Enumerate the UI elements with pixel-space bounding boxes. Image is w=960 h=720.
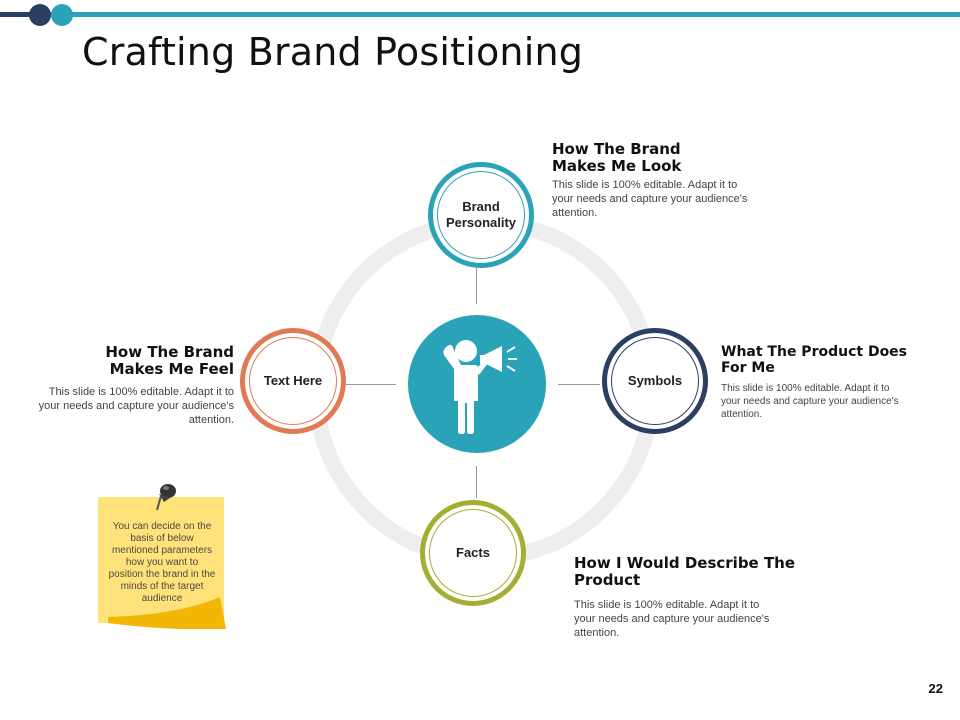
note-curl [108,597,226,629]
top-heading: How The Brand Makes Me Look [552,140,682,175]
header-line [0,12,960,17]
sticky-note-text: You can decide on the basis of below men… [108,521,216,604]
page-title: Crafting Brand Positioning [82,30,584,74]
page-number: 22 [928,681,943,696]
right-heading: What The Product Does For Me [721,344,908,376]
header-dot-navy [29,4,51,26]
node-text-here: Text Here [240,328,346,434]
header-dot-teal [51,4,73,26]
bottom-heading: How I Would Describe The Product [574,554,796,589]
sticky-note: You can decide on the basis of below men… [98,497,226,629]
pushpin-icon [156,484,176,511]
node-symbols: Symbols [602,328,708,434]
left-heading: How The Brand Makes Me Feel [105,343,234,378]
bottom-description: This slide is 100% editable. Adapt it to… [574,599,770,639]
right-description: This slide is 100% editable. Adapt it to… [721,383,899,420]
node-facts: Facts [420,500,526,606]
left-description: This slide is 100% editable. Adapt it to… [38,386,234,426]
center-circle [408,315,546,453]
connector-left [346,384,396,385]
node-brand-personality: Brand Personality [428,162,534,268]
top-description: This slide is 100% editable. Adapt it to… [552,179,748,219]
node-label: Facts [456,545,490,560]
connector-right [558,384,600,385]
node-label: Text Here [263,373,323,388]
node-label: Brand Personality [445,199,517,230]
connector-top [476,268,477,304]
header-line-accent [0,12,40,17]
node-label: Symbols [627,373,683,388]
person-with-megaphone-icon [443,340,517,434]
connector-bottom [476,466,477,498]
